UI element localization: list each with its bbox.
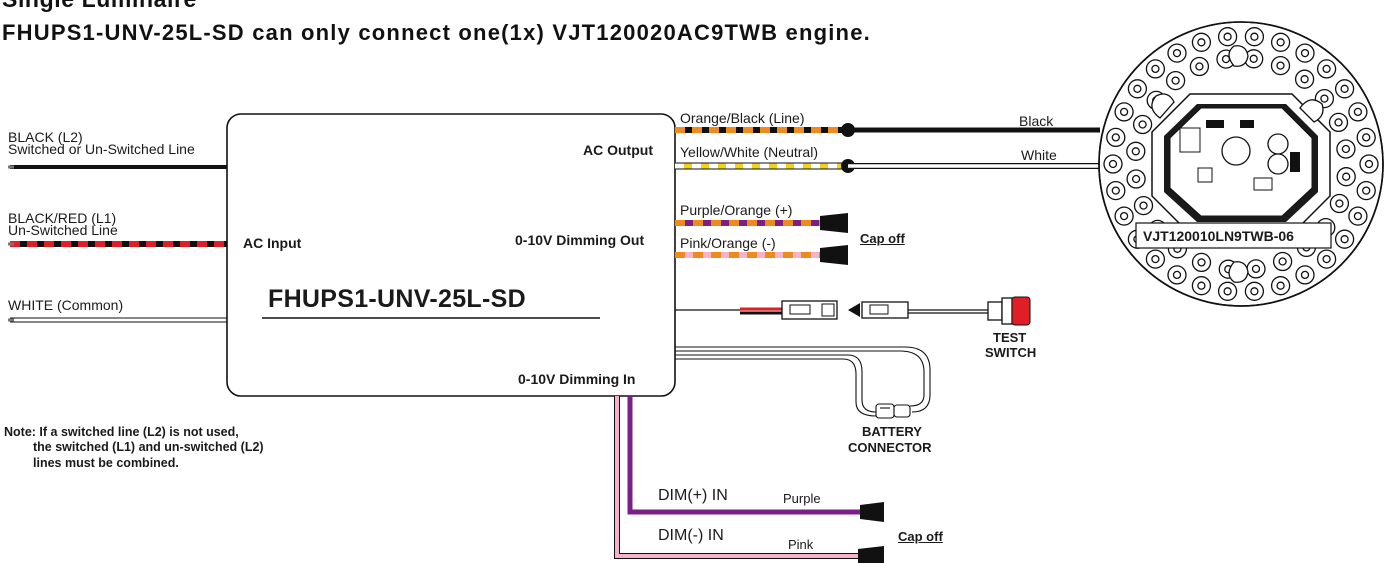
common-wire-label: WHITE (Common) [8,297,124,313]
led-dot [1276,38,1285,47]
note-line1: Note: If a switched line (L2) is not use… [4,425,239,439]
led-dot [1300,75,1309,84]
driver-model: FHUPS1-UNV-25L-SD [268,285,526,313]
battery-connector-cable [675,346,931,419]
led-dot [1250,287,1259,296]
black-wire-label: Black [1019,113,1054,129]
test-switch-icon [987,296,1031,326]
led-dot [1197,281,1206,290]
led-dot [1197,38,1206,47]
led-dot [1300,48,1310,58]
test-switch-label-line1: TEST [993,330,1027,345]
led-engine [1098,21,1384,307]
led-dot [1320,94,1329,103]
dim-pos-wire-label: Purple/Orange (+) [680,202,793,218]
led-dot [1138,120,1147,129]
led-dot [1221,54,1231,64]
led-dot [1334,118,1343,127]
led-dot [1362,186,1371,195]
battery-label-line1: BATTERY [862,424,922,439]
note-line3: lines must be combined. [33,456,179,470]
led-dot [1322,64,1331,74]
engine-label-box [1135,222,1332,249]
led-dot [1353,211,1363,221]
dim-pos-color-label: Purple [783,491,821,506]
ac-input-label: AC Input [243,235,302,251]
battery-label-line2: CONNECTOR [848,440,932,455]
cap-off-label-in: Cap off [898,529,943,544]
dimming-in-label: 0-10V Dimming In [518,371,636,387]
test-switch-label-line2: SWITCH [985,345,1037,360]
led-dot [1250,32,1259,41]
led-dot [1111,133,1120,142]
output-wire-neutral [675,159,1100,173]
led-dot [1322,254,1331,264]
led-dot [1172,270,1182,280]
l1-wire-label: BLACK/RED (L1) [8,210,117,226]
output-wire-line [675,123,1100,137]
dim-neg-color-label: Pink [788,537,814,552]
note-line2: the switched (L1) and un-switched (L2) [33,440,264,454]
test-switch-cable [675,300,990,320]
led-dot [1111,186,1120,195]
led-dot [1278,257,1287,266]
led-dot [1172,48,1182,58]
ac-output-label: AC Output [583,142,653,158]
l1-wire-description: Un-Switched Line [8,222,118,238]
led-dot [1300,270,1310,280]
led-dot [1223,287,1232,296]
dim-in-wire-neg [614,396,884,563]
led-dot [1197,258,1206,267]
line-wire-label: Orange/Black (Line) [680,110,805,126]
led-dot [1119,211,1129,221]
led-dot [1276,281,1285,290]
led-dot [1342,172,1351,181]
neutral-wire-label: Yellow/White (Neutral) [680,144,818,160]
led-dot [1151,254,1160,264]
led-dot [1353,107,1363,117]
led-dot [1133,84,1142,93]
dim-pos-in-label: DIM(+) IN [658,487,728,504]
dimming-out-label: 0-10V Dimming Out [515,232,645,248]
engine-model-label: VJT120010LN9TWB-06 [1143,228,1294,244]
led-dot [1362,133,1371,142]
led-dot [1139,201,1148,210]
led-dot [1171,76,1180,85]
led-dot [1131,147,1140,156]
diagram-heading: Single Luminaire [2,0,197,11]
led-dot [1119,107,1129,117]
dim-neg-in-label: DIM(-) IN [658,527,724,544]
dim-in-wire-pos [627,396,884,522]
diagram-subtitle: FHUPS1-UNV-25L-SD can only connect one(1… [2,20,871,45]
led-dot [1276,61,1285,70]
led-dot [1108,159,1118,169]
led-dot [1151,64,1160,74]
output-wire-dim-pos [675,213,848,233]
led-dot [1251,264,1261,274]
led-dot [1340,84,1349,93]
led-dot [1249,54,1258,63]
led-dot [1223,32,1232,41]
led-dot [1195,62,1204,71]
led-dot [1335,199,1344,208]
l2-wire-description: Switched or Un-Switched Line [8,141,195,157]
output-wire-dim-neg [675,245,848,265]
dim-neg-wire-label: Pink/Orange (-) [680,235,776,251]
led-dot [1340,235,1349,244]
led-dot [1364,159,1374,169]
l2-wire-label: BLACK (L2) [8,129,83,145]
led-dot [1131,174,1141,184]
white-wire-label: White [1021,147,1057,163]
cap-off-label-out: Cap off [860,231,905,246]
led-dot [1341,144,1351,154]
